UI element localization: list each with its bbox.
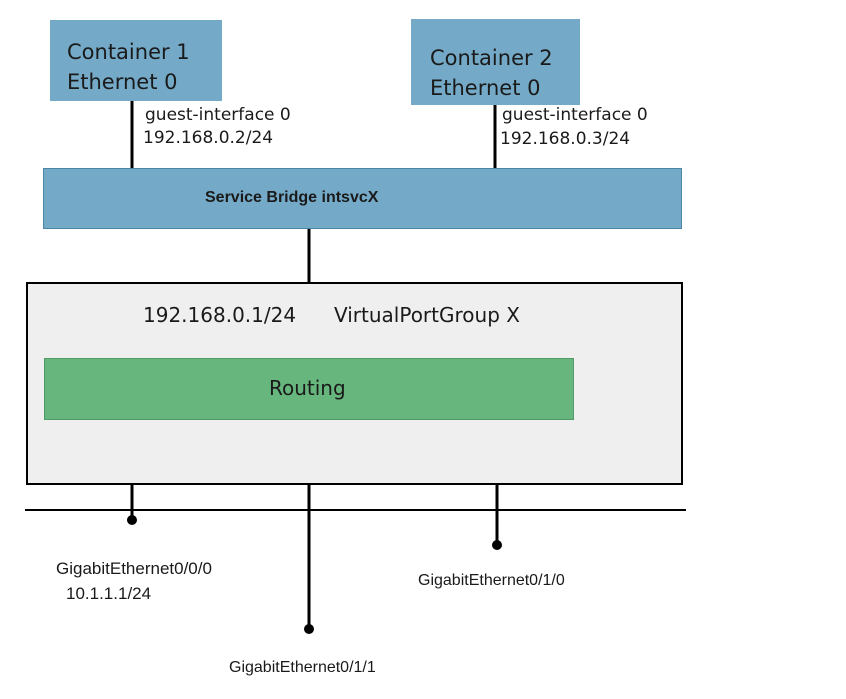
port-dot-gi0-1-1 — [304, 624, 314, 634]
container-2-ethernet: Ethernet 0 — [430, 76, 541, 100]
port-dot-gi0-1-0 — [492, 540, 502, 550]
container-2-interface: guest-interface 0 — [502, 105, 648, 125]
service-bridge-box: Service Bridge intsvcX — [43, 168, 682, 229]
virtual-port-group-label: VirtualPortGroup X — [334, 303, 520, 327]
container-2-box: Container 2 Ethernet 0 — [411, 19, 580, 105]
port-gi0-1-1-name: GigabitEthernet0/1/1 — [229, 659, 376, 676]
routing-label: Routing — [269, 376, 346, 400]
port-gi0-0-0-name: GigabitEthernet0/0/0 — [56, 559, 212, 578]
port-gi0-0-0-ip: 10.1.1.1/24 — [66, 584, 152, 603]
container-1-box: Container 1 Ethernet 0 — [50, 20, 222, 101]
port-gi0-1-0-name: GigabitEthernet0/1/0 — [418, 572, 565, 589]
routing-box: Routing — [44, 358, 574, 420]
port-dot-gi0-0-0 — [127, 515, 137, 525]
container-1-ip: 192.168.0.2/24 — [143, 128, 274, 148]
virtual-port-group-ip: 192.168.0.1/24 — [143, 303, 297, 327]
container-1-interface: guest-interface 0 — [145, 105, 291, 125]
container-1-ethernet: Ethernet 0 — [67, 70, 178, 94]
container-2-title: Container 2 — [430, 46, 553, 70]
container-2-ip: 192.168.0.3/24 — [500, 129, 631, 149]
container-1-title: Container 1 — [67, 40, 190, 64]
service-bridge-label: Service Bridge intsvcX — [205, 189, 379, 206]
